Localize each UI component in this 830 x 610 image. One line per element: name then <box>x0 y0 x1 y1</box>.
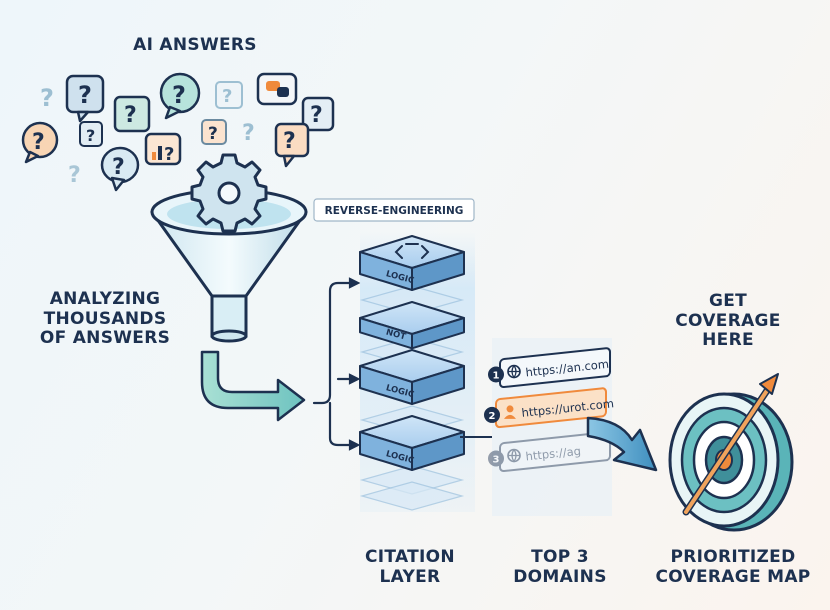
domain-card: 3 https://ag <box>488 431 611 473</box>
svg-text:?: ? <box>112 155 125 180</box>
person-icon <box>504 405 516 419</box>
rank-number: 1 <box>493 371 500 382</box>
svg-text:?: ? <box>164 144 174 165</box>
reverse-engineering-text: REVERSE-ENGINEERING <box>325 205 464 217</box>
title: AI ANSWERS <box>133 35 257 55</box>
logic-layer: NOT <box>359 301 465 350</box>
bracket-connector <box>312 277 361 451</box>
reverse-engineering-tag: REVERSE-ENGINEERING <box>313 198 475 222</box>
logic-layer: LOGIC <box>359 235 465 291</box>
globe-icon <box>507 364 521 379</box>
faint-layer <box>359 481 465 511</box>
rank-badge: 3 <box>488 450 504 467</box>
question-bubble-icon: ? <box>100 146 140 192</box>
target-icon <box>668 373 794 532</box>
chart-bubble-icon: ? <box>144 132 182 166</box>
code-brackets-icon <box>394 243 430 259</box>
coverage-map-label: PRIORITIZED COVERAGE MAP <box>655 547 811 587</box>
question-bubble-icon: ? <box>159 72 201 120</box>
question-bubble-icon: ? <box>21 121 59 164</box>
svg-text:?: ? <box>222 86 232 107</box>
coverage-caption: GET COVERAGE HERE <box>675 291 781 351</box>
rank-badge: 2 <box>484 406 500 423</box>
question-bubbles: ? ? ? ? ? ? ? ? <box>21 72 335 192</box>
analyzing-caption: ANALYZING THOUSANDS OF ANSWERS <box>39 289 171 349</box>
gear-icon <box>190 153 268 233</box>
svg-text:?: ? <box>78 81 92 109</box>
globe-icon <box>507 448 521 463</box>
question-mark-icon: ? <box>68 163 81 188</box>
question-bubble-icon: ? <box>113 95 151 133</box>
rank-number: 2 <box>489 411 496 422</box>
logic-layer: LOGIC <box>359 349 465 405</box>
question-mark-icon: ? <box>242 121 255 146</box>
svg-text:?: ? <box>283 129 296 154</box>
svg-text:?: ? <box>310 103 323 128</box>
arrow-icon <box>586 416 658 472</box>
rank-number: 3 <box>493 455 500 466</box>
citation-layer-label: CITATION LAYER <box>365 547 455 587</box>
svg-text:?: ? <box>86 126 95 145</box>
question-bubble-icon: ? <box>201 119 227 145</box>
svg-text:?: ? <box>32 130 45 155</box>
domain-url: https://ag <box>525 444 582 464</box>
question-mark-icon: ? <box>40 84 54 112</box>
question-bubble-icon: ? <box>65 74 105 123</box>
logic-layer: LOGIC <box>359 415 465 471</box>
top-domains-label: TOP 3 DOMAINS <box>513 547 607 587</box>
svg-text:?: ? <box>172 81 186 109</box>
question-bubble-icon: ? <box>301 96 335 132</box>
arrow-icon <box>200 350 306 422</box>
question-bubble-icon: ? <box>215 81 243 109</box>
rank-badge: 1 <box>488 366 504 383</box>
svg-text:?: ? <box>124 103 137 128</box>
question-bubble-icon: ? <box>274 122 310 168</box>
question-bubble-icon: ? <box>79 121 103 147</box>
svg-text:?: ? <box>208 124 218 144</box>
chat-bubble-icon <box>256 72 298 106</box>
